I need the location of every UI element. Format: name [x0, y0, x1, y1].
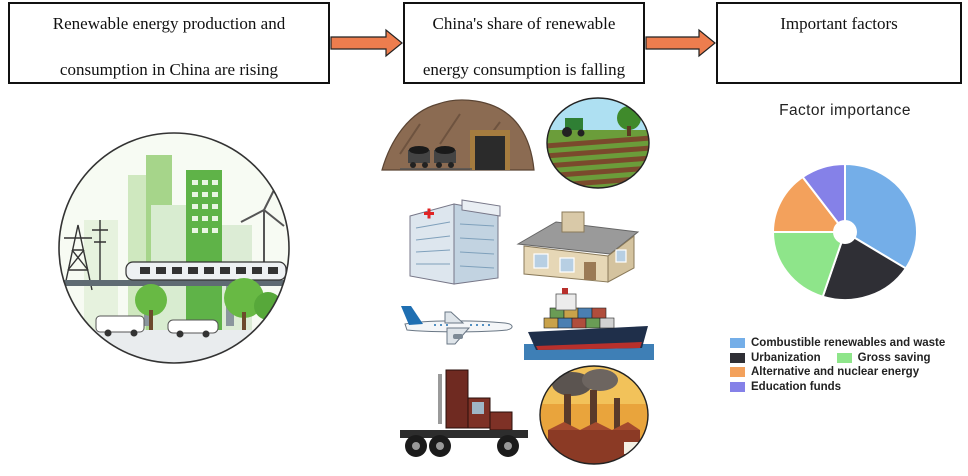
flow-arrow-2 [645, 28, 716, 58]
chart-legend: Combustible renewables and waste Urbaniz… [730, 336, 961, 394]
flow-box-factors: Important factors [716, 2, 962, 84]
farm-icon [546, 97, 650, 189]
legend-label: Alternative and nuclear energy [751, 366, 920, 379]
cargo-ship-icon [524, 288, 654, 360]
flow-box-falling: China's share of renewable energy consum… [403, 2, 645, 84]
pie-slice-gross-saving [771, 231, 847, 298]
city-icon [58, 132, 290, 364]
house-icon [516, 211, 640, 283]
legend-label: Urbanization [751, 351, 821, 364]
legend-label: Education funds [751, 380, 842, 393]
factory-icon [539, 365, 649, 465]
flow-box-rising-line1: Renewable energy production and [52, 14, 286, 33]
legend-label: Combustible renewables and waste [751, 337, 946, 350]
legend-item-combustible: Combustible renewables and waste [730, 337, 945, 349]
pie-chart [771, 162, 918, 301]
legend-item-gross-saving: Gross saving [836, 351, 931, 364]
flow-box-rising-line2: consumption in China are rising [59, 60, 279, 79]
coal-mine-icon [381, 99, 535, 171]
legend-swatch [730, 352, 745, 363]
flow-box-falling-line2: energy consumption is falling [422, 60, 626, 79]
legend-swatch [836, 352, 852, 363]
flow-box-rising: Renewable energy production and consumpt… [8, 2, 330, 84]
pie-slice-alternative-and-nuclear-energy [771, 175, 848, 233]
flow-box-factors-line1: Important factors [780, 14, 898, 33]
legend-item-alternative: Alternative and nuclear energy [730, 366, 919, 378]
flow-arrow-1 [330, 28, 403, 58]
legend-item-education: Education funds [730, 381, 841, 393]
legend-item-urbanization: Urbanization [730, 352, 821, 364]
chart-title: Factor importance [779, 102, 911, 119]
pie-slice-urbanization [821, 230, 908, 301]
pie-slice-education-funds [801, 162, 846, 235]
truck-icon [400, 369, 528, 457]
legend-swatch [730, 367, 745, 378]
hospital-icon [409, 199, 501, 285]
airplane-icon [401, 306, 513, 345]
legend-label: Gross saving [857, 351, 931, 364]
flow-box-falling-line1: China's share of renewable [432, 14, 616, 33]
legend-swatch [730, 338, 745, 349]
legend-swatch [730, 381, 745, 392]
pie-center-hole [833, 220, 857, 244]
